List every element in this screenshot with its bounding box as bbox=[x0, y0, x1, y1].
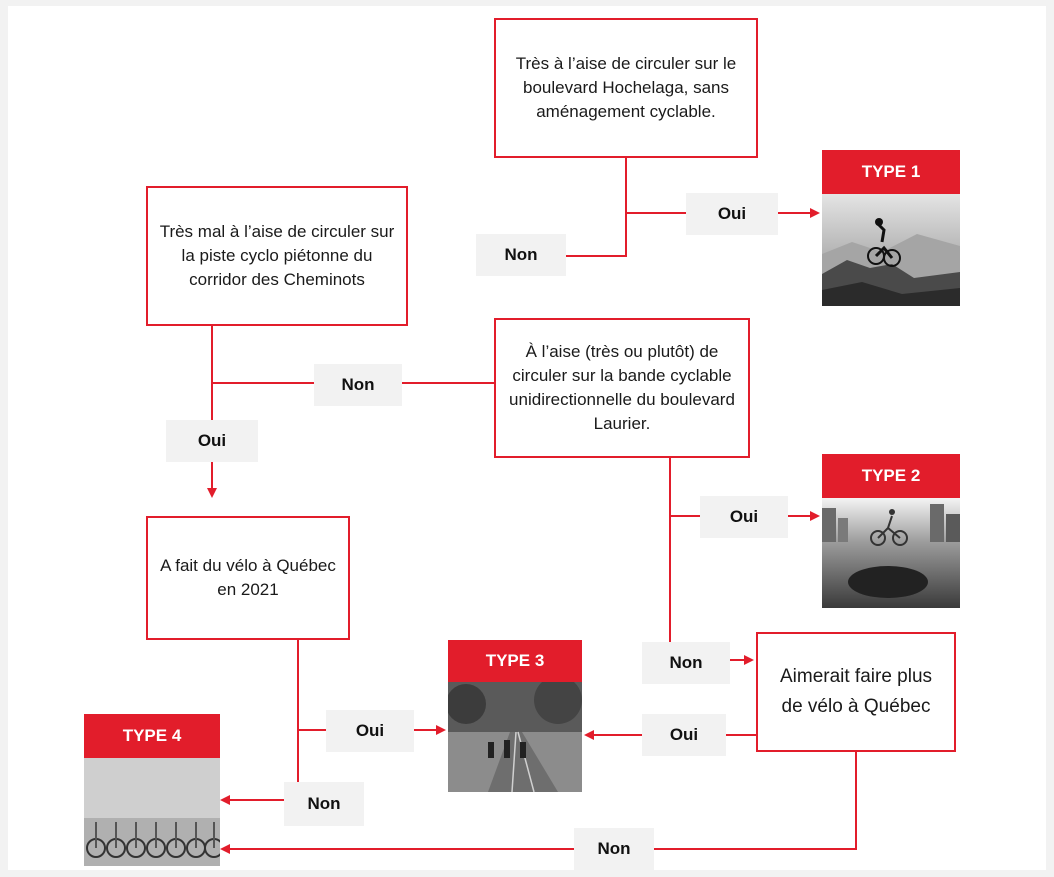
answer-label-non: Non bbox=[314, 364, 402, 406]
decision-text: Aimerait faire plus de vélo à Québec bbox=[779, 666, 933, 717]
parked-bicycles-photo bbox=[84, 758, 220, 866]
cyclist-shadow-photo bbox=[822, 498, 960, 608]
answer-label-oui: Oui bbox=[642, 714, 726, 756]
decision-box-velo-2021: A fait du vélo à Québec en 2021 bbox=[146, 516, 350, 640]
answer-label-non: Non bbox=[476, 234, 566, 276]
decision-box-laurier: À l’aise (très ou plutôt) de circuler su… bbox=[494, 318, 750, 458]
decision-text: A fait du vélo à Québec en 2021 bbox=[160, 556, 336, 599]
bike-path-cyclists-photo bbox=[448, 682, 582, 792]
decision-text: À l’aise (très ou plutôt) de circuler su… bbox=[509, 342, 735, 433]
type-4-header: TYPE 4 bbox=[84, 714, 220, 758]
answer-label-non: Non bbox=[642, 642, 730, 684]
answer-label-non: Non bbox=[284, 782, 364, 826]
decision-box-hochelaga: Très à l’aise de circuler sur le bouleva… bbox=[494, 18, 758, 158]
answer-label-oui: Oui bbox=[326, 710, 414, 752]
type-1-header: TYPE 1 bbox=[822, 150, 960, 194]
decision-box-plus-de-velo: Aimerait faire plus de vélo à Québec bbox=[756, 632, 956, 752]
type-3-header: TYPE 3 bbox=[448, 640, 582, 682]
answer-label-oui: Oui bbox=[686, 193, 778, 235]
decision-text: Très à l’aise de circuler sur le bouleva… bbox=[515, 54, 737, 121]
answer-label-oui: Oui bbox=[166, 420, 258, 462]
answer-label-non: Non bbox=[574, 828, 654, 870]
answer-label-oui: Oui bbox=[700, 496, 788, 538]
mountain-biker-photo bbox=[822, 194, 960, 306]
decision-text: Très mal à l’aise de circuler sur la pis… bbox=[159, 222, 395, 289]
type-2-header: TYPE 2 bbox=[822, 454, 960, 498]
decision-box-cheminots: Très mal à l’aise de circuler sur la pis… bbox=[146, 186, 408, 326]
